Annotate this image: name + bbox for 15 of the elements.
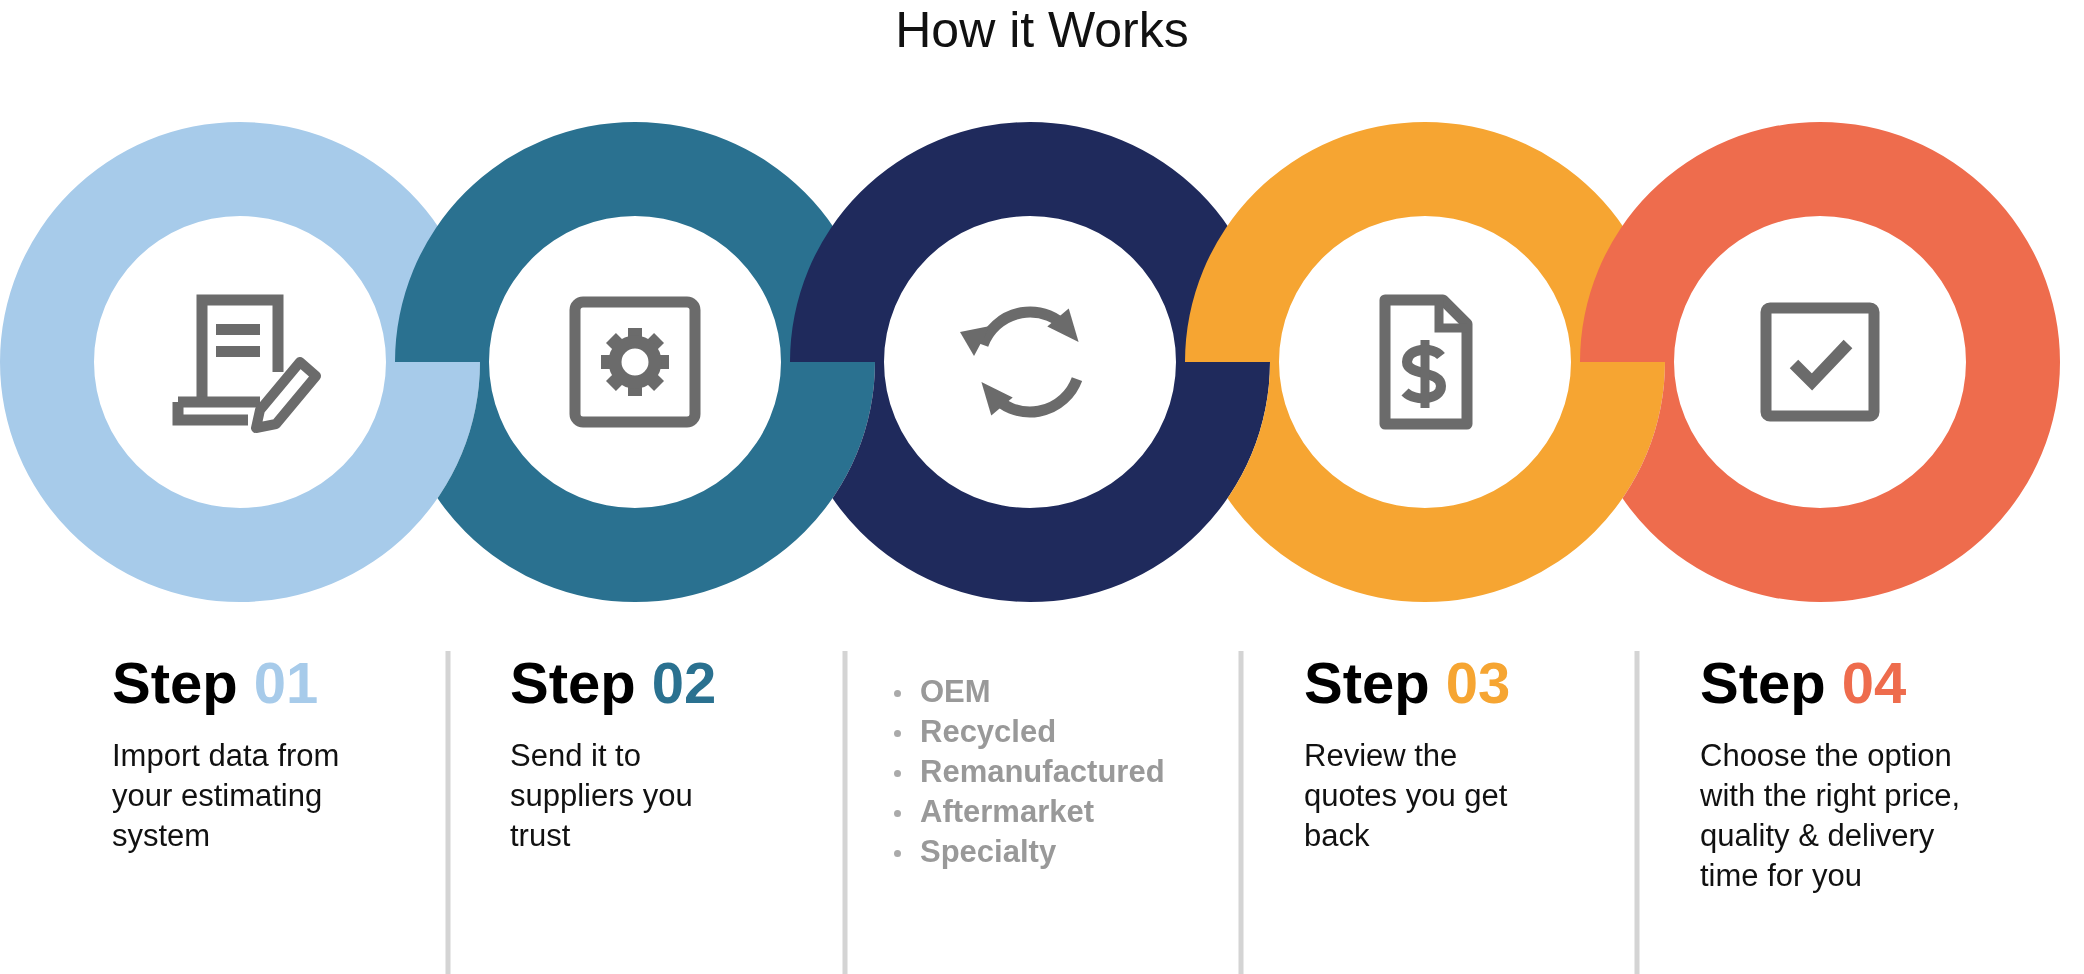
step-heading: Step 03	[1304, 650, 1511, 716]
step-ring	[1580, 122, 2060, 602]
step-description: Import data from your estimating system	[112, 737, 341, 855]
title: How it Works	[895, 2, 1189, 58]
list-item: Specialty	[920, 834, 1057, 869]
step-heading: Step 04	[1700, 650, 1907, 716]
list-item: Remanufactured	[920, 754, 1165, 789]
step-heading: Step 01	[112, 650, 319, 716]
list-item: OEM	[920, 674, 991, 709]
step-description: Review the quotes you get back	[1304, 737, 1509, 855]
step-description: Choose the option with the right price, quality & delivery time for you	[1700, 737, 1962, 895]
list-item: Recycled	[920, 714, 1057, 749]
step-heading: Step 02	[510, 650, 717, 716]
step-description: Send it to suppliers you trust	[510, 737, 694, 855]
list-item: Aftermarket	[920, 794, 1094, 829]
